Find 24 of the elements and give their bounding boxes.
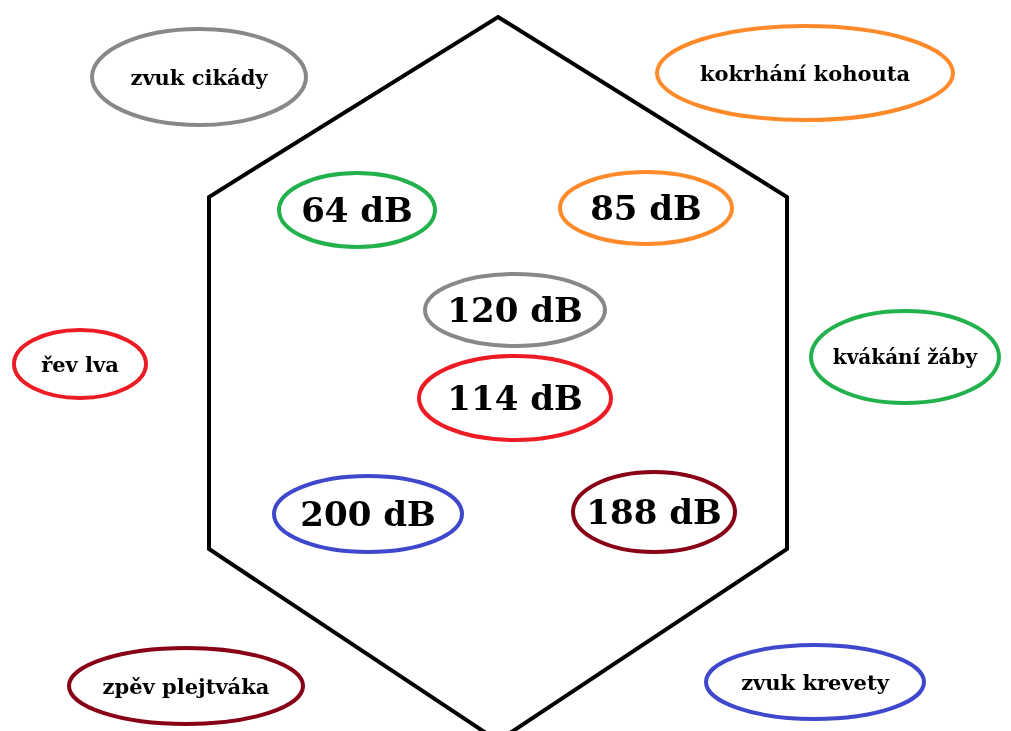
oval-node: [12, 328, 148, 400]
oval-node: [67, 646, 305, 726]
oval-label: 64 dB: [301, 190, 413, 230]
oval-label: řev lva: [41, 351, 119, 377]
oval-label: kokrhání kohouta: [700, 60, 910, 86]
oval-label: 114 dB: [447, 378, 583, 418]
oval-node: [417, 354, 613, 442]
oval-label: zvuk cikády: [130, 64, 268, 90]
oval-node: [704, 643, 926, 721]
oval-label: 85 dB: [590, 188, 702, 228]
oval-node: [571, 470, 737, 554]
oval-node: [809, 309, 1001, 405]
oval-node: [558, 170, 734, 246]
oval-node: [655, 24, 955, 122]
oval-label: 200 dB: [300, 494, 436, 534]
oval-node: [90, 27, 308, 127]
oval-label: zvuk krevety: [741, 669, 889, 695]
oval-node: [277, 171, 437, 249]
oval-label: zpěv plejtváka: [102, 673, 270, 699]
oval-label: kvákání žáby: [832, 345, 978, 369]
oval-label: 188 dB: [586, 492, 722, 532]
oval-node: [423, 272, 607, 348]
oval-label: 120 dB: [447, 290, 583, 330]
oval-node: [272, 474, 464, 554]
